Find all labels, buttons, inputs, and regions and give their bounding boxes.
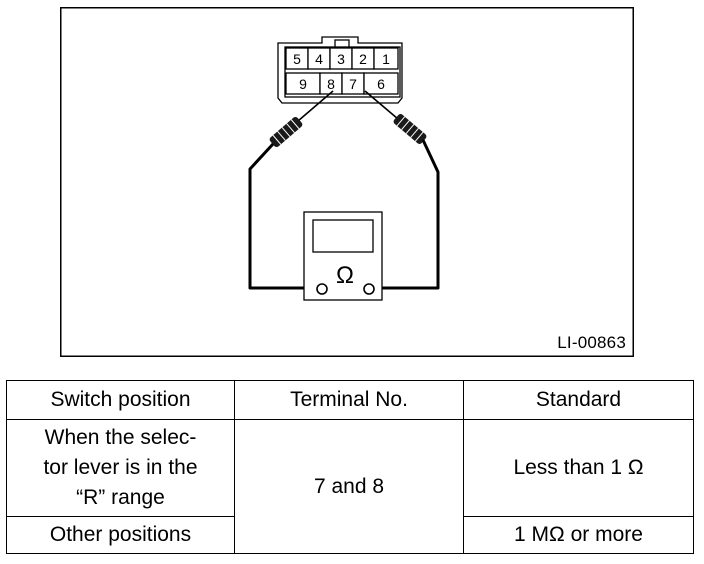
cell-terminal-no: 7 and 8 — [234, 419, 464, 554]
position-line: “R” range — [76, 486, 165, 509]
pin-label-3: 3 — [337, 51, 345, 67]
test-lead-left — [248, 142, 316, 290]
ohmmeter-terminal-right — [363, 283, 375, 295]
pin-label-9: 9 — [299, 76, 307, 92]
connector — [277, 36, 403, 104]
pin-label-1: 1 — [382, 51, 390, 67]
ohmmeter-display — [312, 219, 374, 253]
pin-label-4: 4 — [315, 51, 323, 67]
connector-lock-tab — [334, 39, 350, 48]
header-switch-position: Switch position — [6, 380, 235, 420]
table-row: When the selec- tor lever is in the “R” … — [6, 419, 694, 554]
pin-label-7: 7 — [349, 76, 357, 92]
cell-standard: 1 MΩ or more — [463, 516, 694, 554]
continuity-test-diagram: 5 4 3 2 1 9 8 7 6 — [60, 7, 634, 357]
pin-label-6: 6 — [377, 76, 385, 92]
pin-label-5: 5 — [293, 51, 301, 67]
figure-frame — [60, 7, 634, 357]
probe-body-left — [269, 116, 303, 148]
ohm-symbol: Ω — [336, 262, 354, 289]
position-line: When the selec- — [44, 426, 197, 449]
position-line: tor lever is in the — [43, 456, 198, 479]
probe-tip-right — [364, 90, 399, 120]
pin-label-8: 8 — [327, 76, 335, 92]
cell-switch-position: When the selec- tor lever is in the “R” … — [6, 419, 235, 517]
cell-switch-position: Other positions — [6, 516, 235, 554]
specification-table: Switch position Terminal No. Standard Wh… — [6, 380, 694, 554]
header-standard: Standard — [463, 380, 694, 420]
table-header-row: Switch position Terminal No. Standard — [6, 380, 694, 420]
test-lead-right — [375, 139, 440, 290]
pin-label-2: 2 — [359, 51, 367, 67]
figure-code: LI-00863 — [557, 333, 626, 352]
header-terminal-no: Terminal No. — [234, 380, 464, 420]
ohmmeter-terminal-left — [316, 283, 328, 295]
diagram-figure: 5 4 3 2 1 9 8 7 6 — [60, 7, 634, 357]
probe-body-right — [393, 114, 427, 144]
probe-tip-left — [297, 90, 334, 122]
pin-cell-1 — [373, 47, 399, 70]
cell-standard: Less than 1 Ω — [463, 419, 694, 517]
ohmmeter — [303, 211, 383, 301]
pin-cell-6 — [363, 72, 399, 95]
table-row: Other positions 1 MΩ or more — [6, 516, 694, 554]
